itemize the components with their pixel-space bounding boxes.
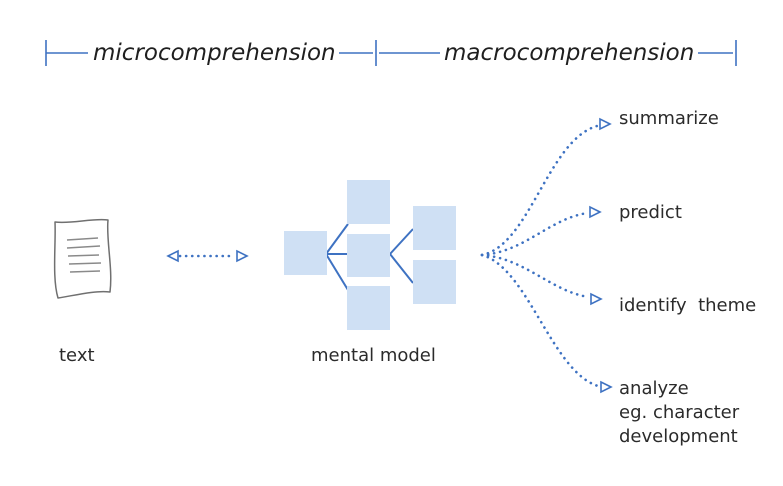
arrow-icon [600,380,613,394]
bidirectional-arrow-icon [166,249,249,263]
model-node [347,180,390,224]
arrow-icon [599,117,612,131]
model-node [347,234,390,277]
outcome-predict: predict [619,202,682,223]
outcome-arrows [480,117,613,394]
arrow-to-identify-theme [480,253,591,299]
arrow-to-summarize [480,124,599,257]
model-node [347,286,390,330]
arrow-to-predict [480,211,590,257]
model-node [413,206,456,250]
outcome-analyze-detail: development [619,426,738,447]
outcome-identify-theme: identify theme [619,295,756,316]
mental-model-label: mental model [311,345,436,366]
text-label: text [59,345,95,366]
mental-model-graph [284,180,456,330]
micro-label: microcomprehension [93,40,336,66]
outcome-analyze-detail: eg. character [619,402,740,423]
document-icon [53,218,112,299]
outcome-summarize: summarize [619,108,719,129]
model-node [413,260,456,304]
model-node [284,231,327,275]
arrow-icon [589,205,602,219]
arrow-icon [590,292,603,306]
outcome-analyze: analyze [619,378,689,399]
macro-label: macrocomprehension [444,40,694,66]
arrow-to-analyze [480,253,600,388]
header-bracket: microcomprehension macrocomprehension [45,40,737,66]
